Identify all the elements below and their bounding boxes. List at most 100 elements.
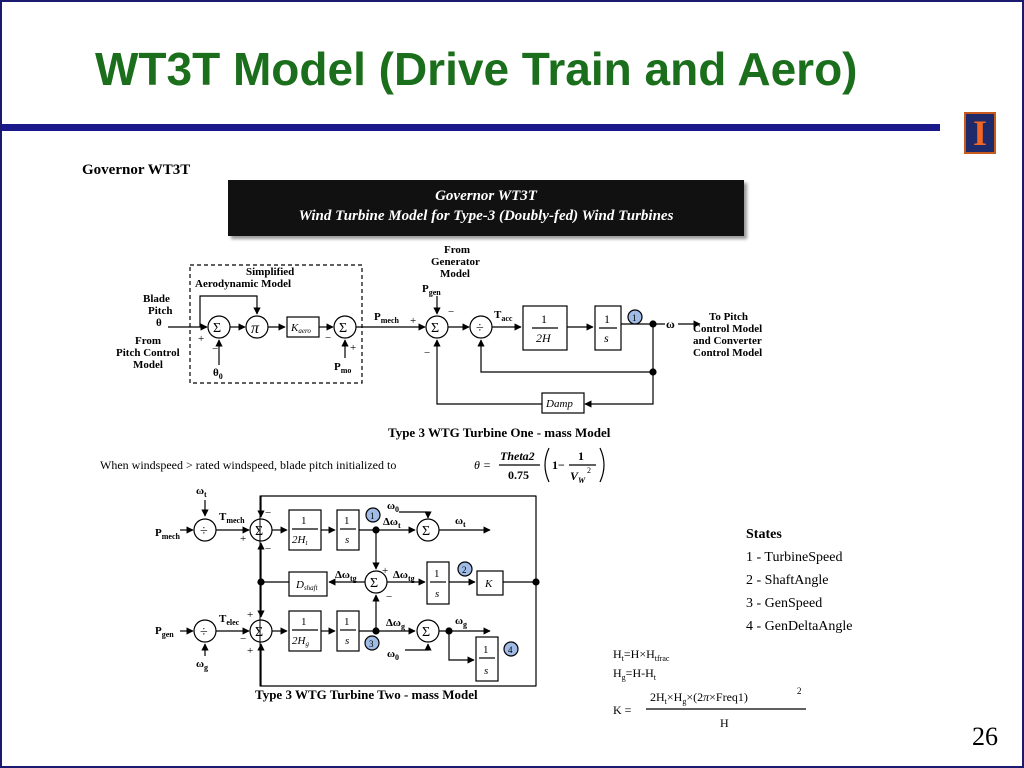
from-gen-label-3: Model (440, 268, 470, 280)
title-rule (2, 124, 940, 131)
governor-heading: Governor WT3T (82, 162, 190, 178)
tm-state-badge-2 (457, 561, 473, 577)
blade-pitch-label-1: Blade (143, 293, 170, 305)
init-denominator: 0.75 (508, 468, 529, 482)
integrator-block-1 (594, 305, 622, 351)
tm-omega-t-out-label: ωt (455, 515, 466, 529)
from-pitch-label-1: From (135, 335, 161, 347)
from-gen-label-1: From (444, 244, 470, 256)
init-right-paren (599, 447, 605, 483)
tm-state-badge-1 (365, 507, 381, 523)
tm-int2-num: 1 (434, 568, 440, 580)
tm-sign-minus-3: − (240, 633, 246, 645)
tm-int3-den: s (345, 635, 349, 647)
damp-label: Damp (545, 398, 573, 410)
from-gen-label-2: Generator (431, 256, 480, 268)
to-damp-line (584, 372, 654, 408)
init-left-paren (544, 447, 550, 483)
tm-pgen-label: Pgen (155, 625, 174, 639)
to-pitch-label-1: To Pitch (709, 311, 748, 323)
damp-feedback-line (433, 339, 542, 405)
tm-divide-symbol-1: ÷ (200, 524, 208, 539)
tm-2ht-num: 1 (301, 515, 307, 527)
init-vw: VW (570, 469, 586, 485)
tm-dshaft-label: Dshaft (295, 579, 319, 592)
integrator-num-1: 1 (604, 312, 610, 326)
tm-d-omega-tg-right: Δωtg (393, 569, 415, 583)
tm-int1-num: 1 (344, 515, 350, 527)
blade-pitch-label-2: Pitch (148, 305, 172, 317)
to-pitch-label-3: and Converter (693, 335, 762, 347)
governor-banner: Governor WT3T Wind Turbine Model for Typ… (228, 180, 744, 236)
tacc-label: Tacc (494, 309, 513, 323)
formula-k-square: 2 (797, 686, 802, 696)
init-one-minus: 1− (552, 458, 565, 472)
formula-ht: Ht=H×Htfrac (613, 647, 670, 663)
tm-k-feedback-top (257, 495, 536, 518)
sign-plus-3: + (410, 315, 416, 327)
sign-plus-1: + (198, 333, 204, 345)
pi-symbol: π (251, 320, 260, 337)
state-item-3: 3 - GenSpeed (746, 596, 822, 611)
tm-int4-den: s (484, 665, 488, 677)
sum-symbol-3: Σ (431, 321, 439, 336)
sign-minus-3: − (448, 306, 454, 318)
banner-line-1: Governor WT3T (435, 188, 537, 204)
sign-minus-4: − (424, 347, 430, 359)
two-mass-caption: Type 3 WTG Turbine Two - mass Model (255, 687, 478, 702)
inertia-block (522, 305, 568, 351)
theta0-label: θ0 (213, 367, 223, 381)
init-theta2: Theta2 (500, 449, 535, 463)
tm-int2-den: s (435, 588, 439, 600)
banner-line-2: Wind Turbine Model for Type-3 (Doubly-fe… (298, 208, 674, 224)
to-pitch-label-4: Control Model (693, 347, 762, 359)
tm-int4-num: 1 (483, 644, 489, 656)
tm-sign-minus-2: − (265, 543, 271, 555)
to-pitch-label-2: Control Model (693, 323, 762, 335)
omega-feedback-line (477, 324, 654, 373)
states-heading: States (746, 527, 782, 542)
state-badge-1 (627, 309, 643, 325)
tm-sign-minus-1: − (265, 507, 271, 519)
page-number: 26 (972, 722, 998, 751)
tm-sign-plus-3: + (247, 609, 253, 621)
tm-sum-symbol-mid: Σ (370, 576, 378, 591)
logo-letter: I (972, 113, 987, 153)
omega-label: ω (666, 317, 675, 331)
pgen-label: Pgen (422, 283, 441, 297)
formula-k-numerator: 2Ht×Hg×(2π×Freq1) (650, 690, 748, 706)
tm-sum-symbol-2: Σ (422, 524, 430, 539)
formula-hg: Hg=H-Ht (613, 666, 657, 682)
aero-title-2: Aerodynamic Model (195, 278, 291, 290)
tm-state-badge-1-label: 1 (370, 511, 375, 521)
tm-k-block (476, 570, 504, 596)
init-theta: θ = (474, 458, 491, 472)
tm-omega0-top: ω0 (387, 500, 399, 514)
tm-d-omega-g: Δωg (386, 617, 405, 631)
tm-int1-den: s (345, 534, 349, 546)
tm-2ht-den: 2Ht (292, 534, 308, 547)
state-item-1: 1 - TurbineSpeed (746, 550, 842, 565)
from-pitch-label-3: Model (133, 359, 163, 371)
tm-omega-t-input: ωt (196, 485, 207, 499)
sum-symbol-1: Σ (213, 321, 221, 336)
init-numerator-one: 1 (578, 449, 584, 463)
tm-integrator-2 (426, 561, 450, 605)
tm-state-badge-2-label: 2 (462, 565, 467, 575)
formula-k-denominator: H (720, 716, 729, 730)
state-item-2: 2 - ShaftAngle (746, 573, 828, 588)
tm-sum-symbol-3: Σ (255, 625, 263, 640)
init-square: 2 (587, 466, 591, 475)
tm-omega-g-out-label: ωg (455, 615, 467, 629)
tm-sign-minus-mid: − (386, 591, 392, 603)
slide-title: WT3T Model (Drive Train and Aero) (95, 43, 858, 95)
tm-dshaft-block (288, 571, 328, 597)
tm-omega0-top-arrow (399, 511, 432, 519)
from-pitch-label-2: Pitch Control (116, 347, 180, 359)
tm-state-badge-4 (503, 641, 519, 657)
sign-plus-2: + (350, 342, 356, 354)
damp-block (541, 392, 585, 414)
blade-pitch-label-3: θ (156, 317, 162, 329)
